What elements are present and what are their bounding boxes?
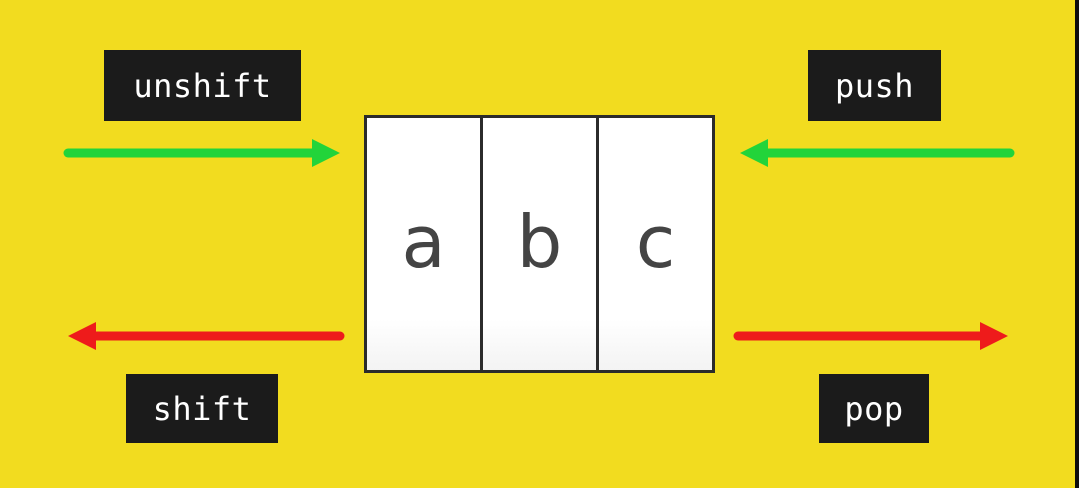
- pop-arrow: [733, 322, 1008, 350]
- array-cell-a: a: [401, 200, 446, 284]
- shift-arrow: [68, 322, 345, 350]
- pop-label: pop: [819, 374, 929, 443]
- shift-label: shift: [126, 374, 278, 443]
- unshift-arrow: [63, 139, 340, 167]
- right-edge-border: [1075, 0, 1079, 488]
- push-arrow: [740, 139, 1015, 167]
- array-cell-b: b: [480, 118, 596, 370]
- array-cell-c: c: [596, 118, 712, 370]
- push-label: push: [808, 50, 941, 121]
- unshift-label: unshift: [104, 50, 301, 121]
- array-box: a b c: [364, 115, 715, 373]
